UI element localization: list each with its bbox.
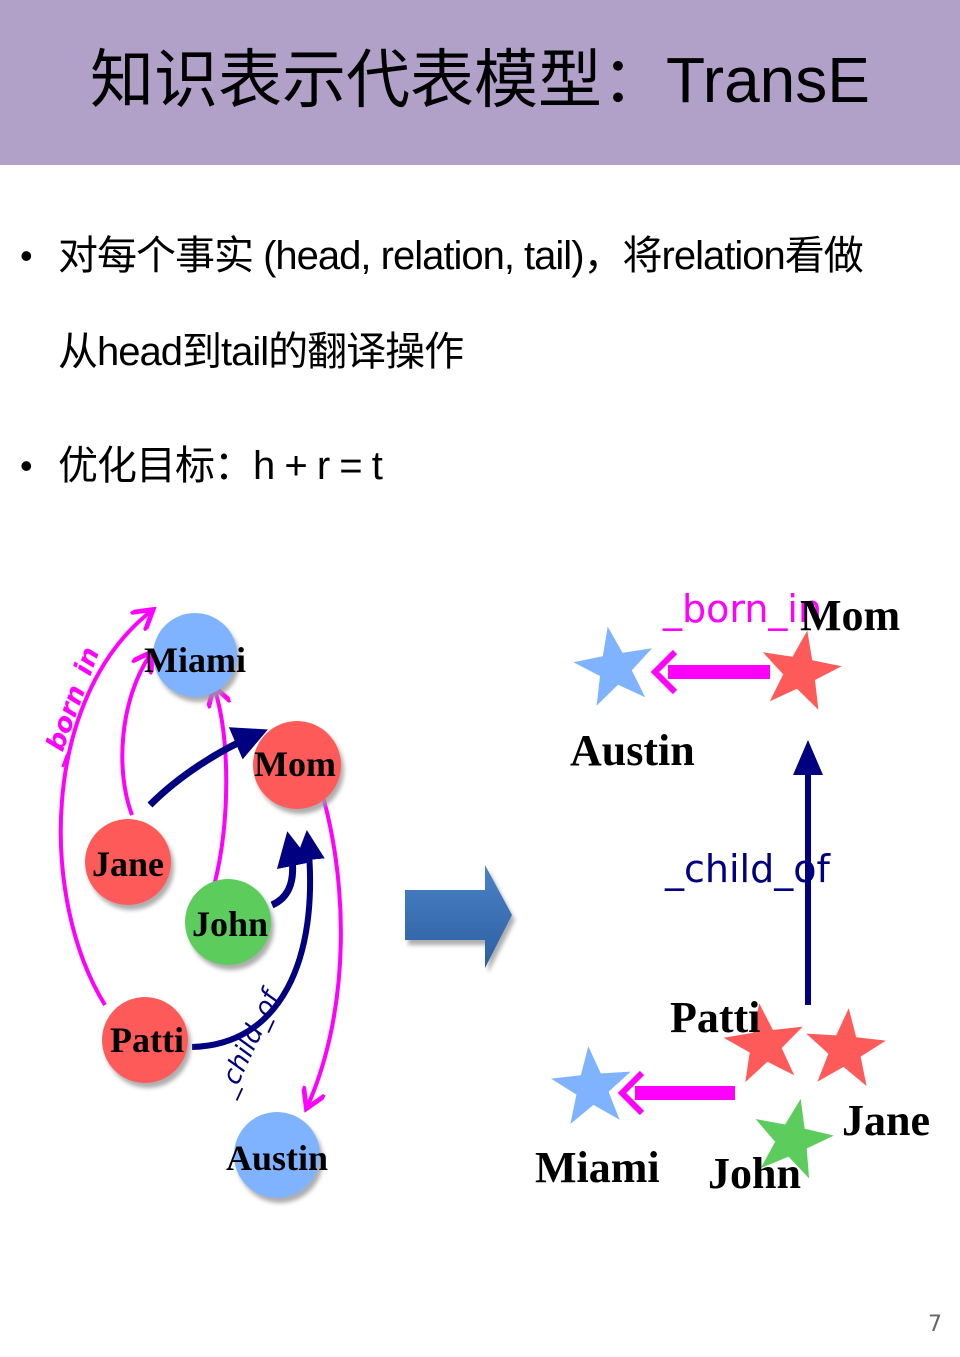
node-patti <box>102 997 188 1083</box>
page-number: 7 <box>928 1312 942 1337</box>
star-mom-icon <box>762 630 842 710</box>
right-jane-label: Jane <box>842 1096 930 1145</box>
born-in-arrowhead <box>617 1070 645 1116</box>
slide-title: 知识表示代表模型：TransE <box>90 44 870 116</box>
bullet-1: • 对每个事实 (head, relation, tail)，将relation… <box>20 208 940 400</box>
star-austin-icon <box>573 626 653 706</box>
node-austin <box>234 1112 320 1198</box>
born-in-label: _born_in <box>36 643 106 768</box>
node-label-jane: Jane <box>92 844 164 884</box>
transform-arrow-icon <box>405 865 512 968</box>
node-label-mom: Mom <box>254 744 336 784</box>
node-mom <box>253 721 341 809</box>
title-bar: 知识表示代表模型：TransE <box>0 0 960 165</box>
right-child-of-label: _child_of <box>664 847 831 891</box>
bullet-dot: • <box>20 445 33 486</box>
bullet-1-line-1: 对每个事实 (head, relation, tail)，将relation看做 <box>58 234 864 278</box>
node-label-patti: Patti <box>110 1020 184 1060</box>
bullet-1-line-2: 从head到tail的翻译操作 <box>58 330 464 374</box>
bullet-list: • 对每个事实 (head, relation, tail)，将relation… <box>20 208 940 514</box>
child-of-edge-jane-mom <box>147 727 268 808</box>
star-john-icon <box>755 1098 834 1179</box>
born-in-edge-jane-miami <box>120 655 150 816</box>
node-jane <box>85 819 171 905</box>
child-of-arrowhead <box>793 740 823 775</box>
born-in-edge-john-miami <box>215 690 226 883</box>
child-of-edge-patti-mom <box>191 830 325 1050</box>
node-miami <box>153 613 237 697</box>
star-jane-icon <box>806 1008 886 1086</box>
star-miami-icon <box>551 1046 631 1124</box>
right-born-in-label: _born_in <box>662 587 822 631</box>
node-label-austin: Austin <box>226 1138 328 1178</box>
bullet-2-line-1: 优化目标：h + r = t <box>58 444 383 488</box>
right-austin-label: Austin <box>570 726 695 775</box>
bullet-dot: • <box>20 235 33 276</box>
star-patti-icon <box>723 1003 803 1083</box>
right-stars <box>551 626 886 1179</box>
born-in-edge-patti-miami <box>58 612 150 1007</box>
right-patti-label: Patti <box>670 993 760 1042</box>
bullet-2: • 优化目标：h + r = t <box>20 418 940 514</box>
born-in-edge-mom-austin <box>308 779 343 1105</box>
born-in-arrowhead <box>650 649 678 695</box>
node-john <box>185 879 271 965</box>
node-label-john: John <box>192 904 268 944</box>
left-edges <box>58 612 343 1105</box>
node-label-miami: Miami <box>144 640 246 680</box>
right-mom-label: Mom <box>800 591 900 640</box>
right-john-label: John <box>708 1149 801 1198</box>
child-of-edge-john-mom <box>270 831 312 909</box>
right-miami-label: Miami <box>535 1143 660 1192</box>
